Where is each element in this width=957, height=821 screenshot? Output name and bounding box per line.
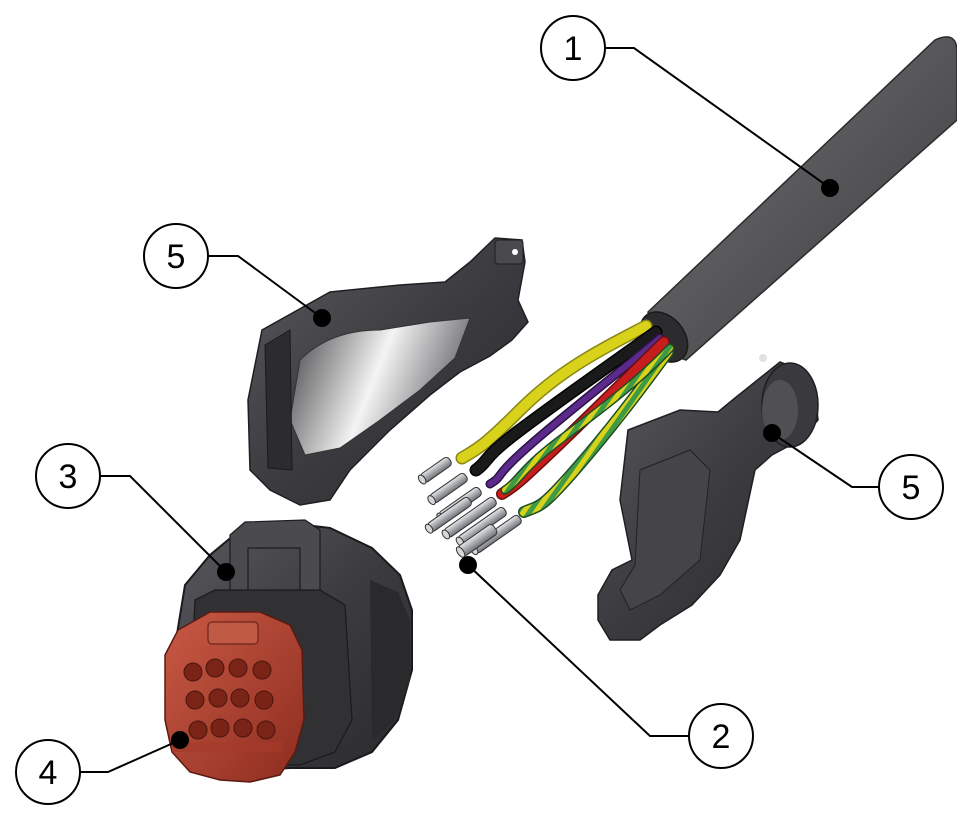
leader-dots (171, 179, 839, 749)
backshell-half-left (247, 237, 529, 506)
leader-dot-4 (171, 731, 189, 749)
callout-3: 3 (35, 443, 101, 509)
leader-4 (80, 739, 181, 773)
leader-5b (771, 432, 880, 488)
leader-dot-3 (217, 563, 235, 581)
callout-1-label: 1 (564, 30, 583, 68)
backshell-half-right (597, 354, 819, 641)
callout-1: 1 (540, 15, 606, 81)
callout-5a-label: 5 (167, 238, 186, 276)
leader-dot-1 (821, 179, 839, 197)
leader-3 (100, 475, 227, 573)
leader-2 (467, 564, 690, 737)
callout-4: 4 (15, 739, 81, 805)
callout-5-left: 5 (143, 223, 209, 289)
callout-5b-label: 5 (902, 469, 921, 507)
callout-4-label: 4 (39, 754, 58, 792)
callout-leaders (80, 47, 880, 773)
pin-terminal-icon (417, 456, 522, 558)
callout-5-right: 5 (878, 454, 944, 520)
callout-2-label: 2 (712, 718, 731, 756)
leader-5a (208, 255, 323, 319)
leader-1 (604, 47, 831, 189)
leader-dot-5b (763, 424, 781, 442)
contact-insert-icon (164, 611, 305, 783)
cable-icon (639, 36, 957, 363)
leader-dot-5a (313, 309, 331, 327)
callout-3-label: 3 (59, 458, 78, 496)
callout-2: 2 (688, 703, 754, 769)
wire-bundle (455, 319, 675, 518)
leader-dot-2 (459, 556, 477, 574)
